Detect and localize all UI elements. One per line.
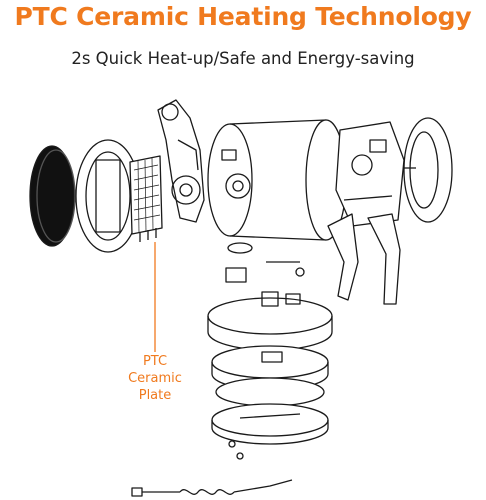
power-cord: [131, 479, 293, 497]
rear-electronics: [335, 121, 405, 227]
base-tray: [207, 291, 333, 351]
page-subtitle: 2s Quick Heat-up/Safe and Energy-saving: [71, 49, 415, 68]
callout-line-3: Plate: [138, 388, 172, 403]
ptc-ceramic-plate: [129, 155, 163, 242]
fan-bracket: [157, 99, 205, 223]
base-ring: [215, 377, 325, 407]
screws: [228, 440, 244, 460]
front-grille: [29, 145, 76, 247]
handle-arms: [327, 213, 401, 305]
motor-housing: [207, 119, 347, 241]
page-title: PTC Ceramic Heating Technology: [14, 2, 472, 31]
bottom-cover: [211, 403, 329, 445]
ptc-callout-label: PTC Ceramic Plate: [110, 353, 200, 404]
rear-cover: [403, 117, 453, 223]
small-parts: [225, 242, 305, 283]
callout-line-2: Ceramic: [128, 371, 182, 386]
callout-line-1: PTC: [142, 354, 168, 369]
